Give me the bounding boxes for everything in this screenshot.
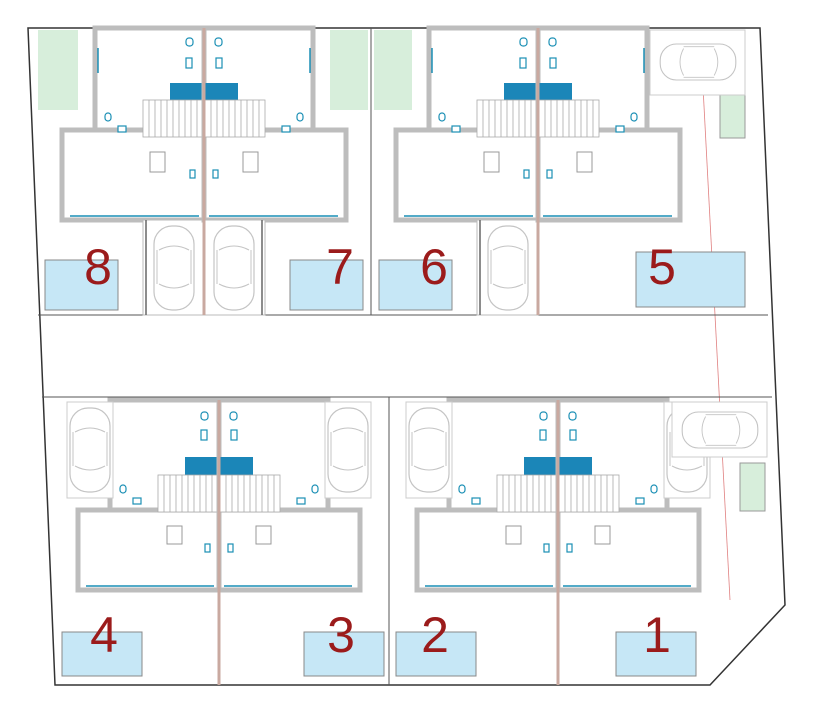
- unit-number-4: 4: [90, 607, 118, 663]
- unit-number-6: 6: [420, 239, 448, 295]
- car-unit-1: [681, 411, 759, 449]
- unit-number-8: 8: [84, 239, 112, 295]
- pool-unit-3: [303, 631, 385, 677]
- pool-unit-6: [378, 259, 453, 311]
- unit-number-3: 3: [327, 607, 355, 663]
- unit-number-7: 7: [326, 239, 354, 295]
- unit-number-2: 2: [421, 607, 449, 663]
- house-unit-3: [219, 400, 371, 590]
- pool-unit-4: [61, 631, 143, 677]
- unit-number-5: 5: [648, 239, 676, 295]
- unit-number-1: 1: [643, 607, 671, 663]
- pool-unit-7: [289, 259, 364, 311]
- house-unit-4: [67, 400, 219, 590]
- garden: [719, 89, 746, 139]
- pool-unit-5: [635, 251, 746, 308]
- garden: [374, 30, 412, 110]
- garden: [739, 462, 766, 512]
- pool-unit-2: [395, 631, 477, 677]
- car-unit-5: [659, 43, 737, 81]
- pool-unit-8: [44, 259, 119, 311]
- pool-unit-1: [615, 631, 697, 677]
- house-unit-2: [406, 400, 558, 590]
- garden: [330, 30, 368, 110]
- garden: [38, 30, 78, 110]
